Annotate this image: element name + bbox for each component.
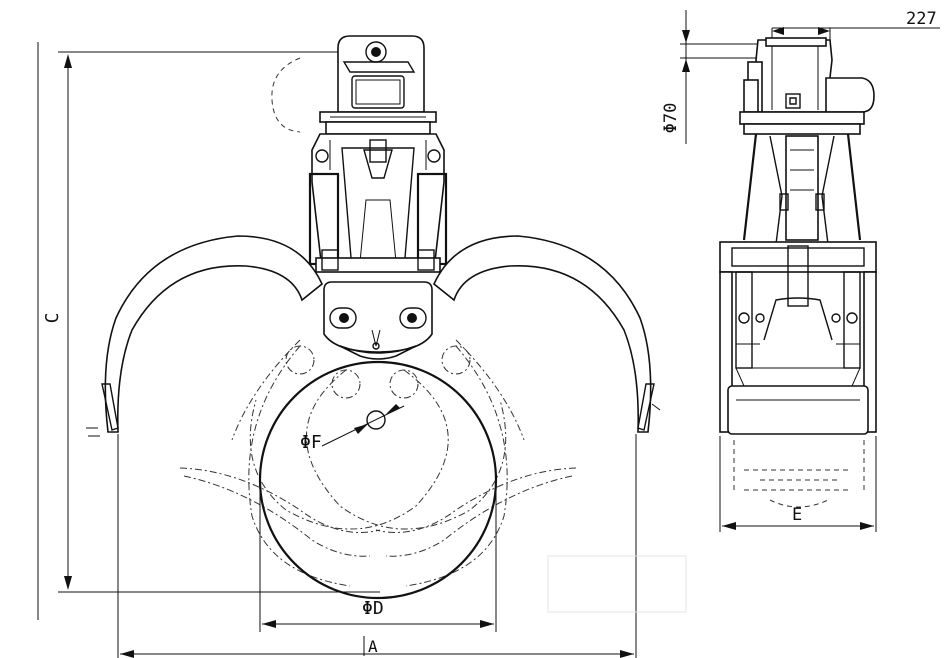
left-tine <box>104 235 323 433</box>
front-view: C <box>37 35 687 658</box>
dim-label-phi70: Φ70 <box>661 103 681 134</box>
log-circle-d <box>258 360 498 600</box>
dim-label-227: 227 <box>906 9 937 29</box>
dimension-f: ΦF <box>300 404 405 453</box>
dim-label-c: C <box>42 313 63 324</box>
side-phantom <box>733 440 865 508</box>
right-tine <box>433 235 652 433</box>
phantom-positions <box>179 339 577 587</box>
dim-label-a: A <box>368 637 378 656</box>
dimension-e: E <box>719 436 877 532</box>
dim-label-f: ΦF <box>300 432 322 453</box>
dimension-a: A <box>117 434 637 658</box>
dimension-d: ΦD <box>259 478 497 632</box>
dim-label-e: E <box>792 505 802 525</box>
dimension-phi70: Φ70 <box>661 10 770 144</box>
side-view: 227 Φ70 <box>661 9 940 532</box>
dim-label-d: ΦD <box>362 598 384 619</box>
dimension-c: C <box>42 51 385 593</box>
small-circle-f <box>366 410 386 430</box>
center-body <box>323 281 433 360</box>
rotator-head <box>319 35 437 135</box>
frame-body <box>308 133 448 273</box>
dimension-227: 227 <box>771 9 940 42</box>
side-box <box>719 241 877 435</box>
